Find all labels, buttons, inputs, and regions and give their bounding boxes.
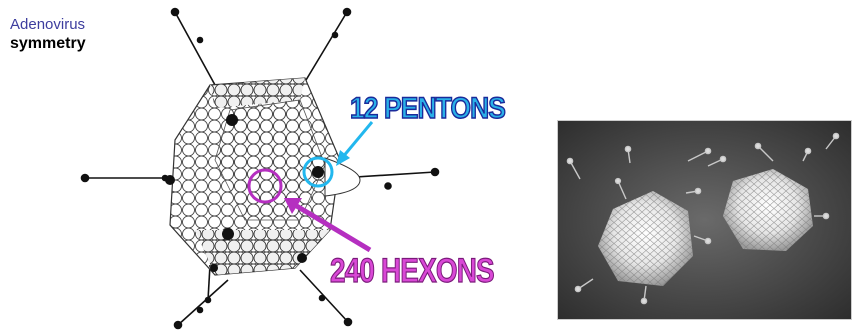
label-pentons: 12 PENTONS — [350, 92, 505, 126]
label-hexons: 240 HEXONS — [330, 252, 494, 291]
micrograph-image — [558, 121, 851, 319]
penton-arrow — [336, 122, 372, 166]
electron-micrograph — [557, 120, 852, 320]
